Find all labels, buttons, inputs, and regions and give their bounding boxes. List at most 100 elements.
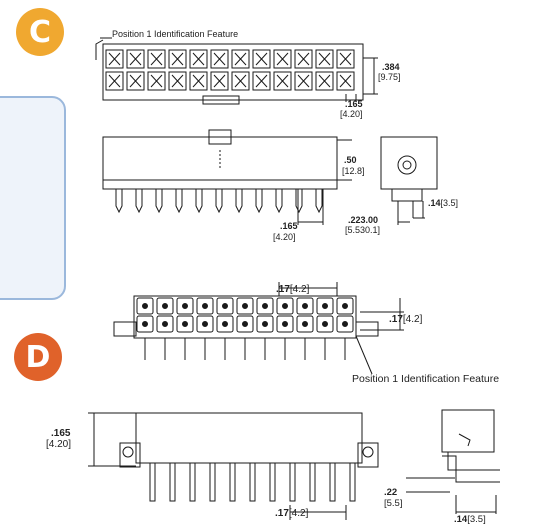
d-id-feature-label: Position 1 Identification Feature	[352, 373, 499, 385]
d-side-logo	[458, 433, 471, 447]
c-side-body	[380, 136, 438, 190]
c-cavity	[189, 49, 208, 69]
d-cavity	[236, 297, 254, 315]
d-cavity	[136, 315, 154, 333]
c-dim-range-mm: [5.530.1]	[345, 225, 380, 235]
c-cavity-mark	[171, 74, 184, 88]
c-front-pin	[295, 189, 303, 214]
d-cavity	[336, 297, 354, 315]
c-cavity	[189, 71, 208, 91]
d-front-pin	[169, 462, 176, 502]
c-cavity-mark	[276, 52, 289, 66]
c-cavity-mark	[213, 74, 226, 88]
d-top-ear-right	[355, 321, 379, 337]
d-front-body	[135, 412, 363, 464]
d-hole-left	[122, 446, 134, 458]
c-dim-pitch-in: .165	[345, 99, 363, 109]
c-cavity	[294, 71, 313, 91]
d-dim-bottom-pitch: .17[4.2]	[275, 508, 309, 519]
d-dim-left-in: .165	[51, 428, 71, 439]
c-cavity	[168, 71, 187, 91]
d-front-pin	[349, 462, 356, 502]
d-cavity-pin	[302, 303, 308, 309]
d-dim-side-mm: [5.5]	[384, 498, 403, 509]
c-cavity	[336, 49, 355, 69]
d-cavity-pin	[302, 321, 308, 327]
d-cavity	[196, 297, 214, 315]
d-cavity-pin	[242, 321, 248, 327]
d-cavity	[216, 315, 234, 333]
d-cavity-pin	[222, 303, 228, 309]
c-cavity-mark	[108, 74, 121, 88]
d-cavity	[176, 315, 194, 333]
c-cavity-mark	[108, 52, 121, 66]
d-cavity-pin	[242, 303, 248, 309]
d-cavity	[236, 315, 254, 333]
c-cavity	[336, 71, 355, 91]
c-cavity	[126, 49, 145, 69]
d-cavity	[216, 297, 234, 315]
d-front-pin	[329, 462, 336, 502]
c-cavity	[105, 49, 124, 69]
d-cavity	[156, 315, 174, 333]
d-cavity-pin	[202, 303, 208, 309]
c-front-pin	[115, 189, 123, 214]
d-cavity	[256, 297, 274, 315]
d-side-body	[441, 409, 495, 453]
d-side-pin2	[442, 455, 500, 483]
c-cavity-mark	[129, 74, 142, 88]
c-front-pin	[155, 189, 163, 214]
d-cavity-pin	[222, 321, 228, 327]
c-cavity-mark	[339, 52, 352, 66]
d-cavity	[136, 297, 154, 315]
d-cavity-pin	[342, 321, 348, 327]
c-cavity-mark	[255, 52, 268, 66]
d-hole-right	[362, 446, 374, 458]
d-cavity-pin	[142, 303, 148, 309]
c-dim-pitch-mm: [4.20]	[340, 109, 363, 119]
d-cavity-pin	[142, 321, 148, 327]
d-front-pin	[189, 462, 196, 502]
d-cavity-pin	[282, 303, 288, 309]
d-dim-side-tail: .14[3.5]	[454, 514, 486, 525]
d-dim-left-mm: [4.20]	[46, 439, 71, 450]
c-front-pin	[215, 189, 223, 214]
d-cavity-pin	[182, 321, 188, 327]
side-panel	[0, 96, 66, 300]
c-dim-body-in: .50	[344, 155, 357, 165]
c-side-logo-inner	[402, 160, 412, 170]
c-dim-range-in: .223.00	[348, 215, 378, 225]
c-front-latch	[208, 129, 232, 145]
c-front-pin	[195, 189, 203, 214]
d-cavity	[296, 297, 314, 315]
c-cavity	[231, 71, 250, 91]
d-cavity	[276, 297, 294, 315]
c-id-leader	[95, 39, 104, 60]
d-cavity-pin	[282, 321, 288, 327]
c-cavity-mark	[318, 52, 331, 66]
d-cavity-pin	[202, 321, 208, 327]
c-cavity-mark	[192, 74, 205, 88]
c-cavity	[294, 49, 313, 69]
c-front-pin	[275, 189, 283, 214]
c-cavity-mark	[276, 74, 289, 88]
c-front-pin	[135, 189, 143, 214]
c-cavity-mark	[234, 74, 247, 88]
d-cavity-pin	[162, 303, 168, 309]
d-cavity	[256, 315, 274, 333]
c-cavity-mark	[318, 74, 331, 88]
d-cavity-pin	[322, 321, 328, 327]
c-cavity	[105, 71, 124, 91]
d-cavity	[176, 297, 194, 315]
d-cavity-pin	[262, 321, 268, 327]
d-cavity	[336, 315, 354, 333]
d-cavity-pin	[262, 303, 268, 309]
c-dim-pitch2-in: .165	[280, 221, 298, 231]
d-cavity	[316, 297, 334, 315]
d-cavity-pin	[182, 303, 188, 309]
badge-d: D	[14, 333, 62, 381]
d-top-ear-left	[113, 321, 137, 337]
c-cavity-mark	[234, 52, 247, 66]
c-latch	[202, 95, 240, 105]
